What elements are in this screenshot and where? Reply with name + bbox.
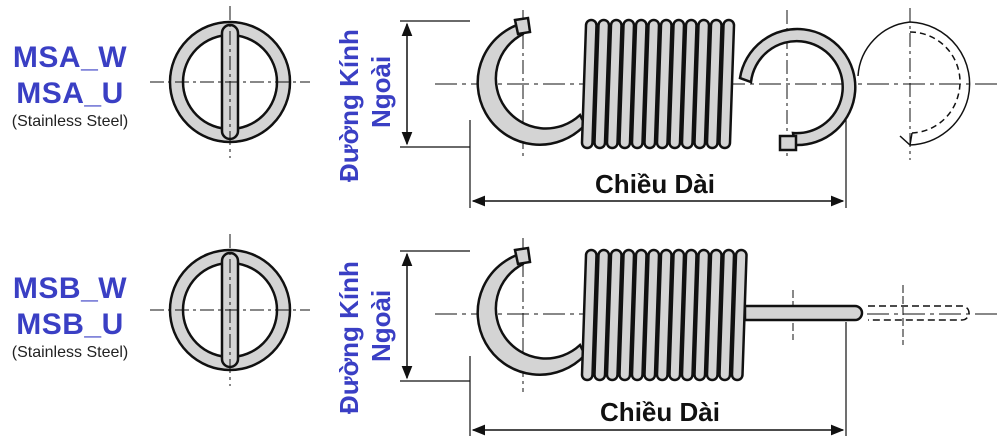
coil-turn	[705, 248, 723, 382]
left-hook-top	[476, 16, 587, 146]
model-label-msa: MSA_W MSA_U (Stainless Steel)	[0, 40, 140, 132]
od-label-line2: Ngoài	[366, 56, 396, 128]
od-label-line1: Đường Kính	[334, 29, 364, 182]
coil-turn	[605, 248, 623, 382]
straight-end-bottom	[743, 304, 970, 322]
left-hook-bottom	[476, 246, 587, 376]
coil-turn	[730, 248, 748, 382]
right-hook-top	[738, 27, 857, 152]
length-dimension-bottom	[469, 322, 847, 436]
model-code: MSB_U	[16, 308, 124, 341]
coil-turn	[643, 18, 661, 150]
coil-turn	[643, 248, 661, 382]
coil-turn	[618, 248, 636, 382]
coil-turn	[593, 248, 611, 382]
coil-turn	[593, 18, 611, 150]
coil-body-top	[580, 18, 736, 150]
model-code: MSA_W	[12, 41, 128, 74]
material-label: (Stainless Steel)	[11, 113, 129, 130]
length-label-bottom: Chiều Dài	[600, 397, 720, 427]
coil-turn	[680, 248, 698, 382]
od-dimension-bottom	[400, 250, 470, 382]
coil-turn	[655, 248, 673, 382]
end-view-top	[150, 6, 310, 158]
model-code: MSB_W	[12, 272, 128, 305]
length-label-top: Chiều Dài	[595, 169, 715, 199]
coil-turn	[693, 18, 711, 150]
od-dimension-top	[400, 20, 470, 148]
od-label-line2: Ngoài	[366, 290, 396, 362]
coil-turn	[693, 248, 711, 382]
end-view-bottom	[150, 234, 310, 386]
coil-turn	[580, 18, 598, 150]
coil-turn	[630, 248, 648, 382]
rotated-hook-outline-top	[857, 21, 971, 147]
coil-turn	[705, 18, 723, 150]
coil-turn	[718, 18, 736, 150]
model-label-msb: MSB_W MSB_U (Stainless Steel)	[0, 271, 140, 363]
material-label: (Stainless Steel)	[11, 344, 129, 361]
coil-body-bottom	[580, 248, 748, 382]
coil-turn	[668, 248, 686, 382]
coil-turn	[655, 18, 673, 150]
coil-turn	[680, 18, 698, 150]
od-label-line1: Đường Kính	[334, 261, 364, 414]
length-dimension-top	[469, 120, 847, 208]
coil-turn	[718, 248, 736, 382]
coil-turn	[580, 248, 598, 382]
coil-turn	[618, 18, 636, 150]
model-code: MSA_U	[16, 77, 124, 110]
coil-turn	[605, 18, 623, 150]
coil-turn	[630, 18, 648, 150]
coil-turn	[668, 18, 686, 150]
